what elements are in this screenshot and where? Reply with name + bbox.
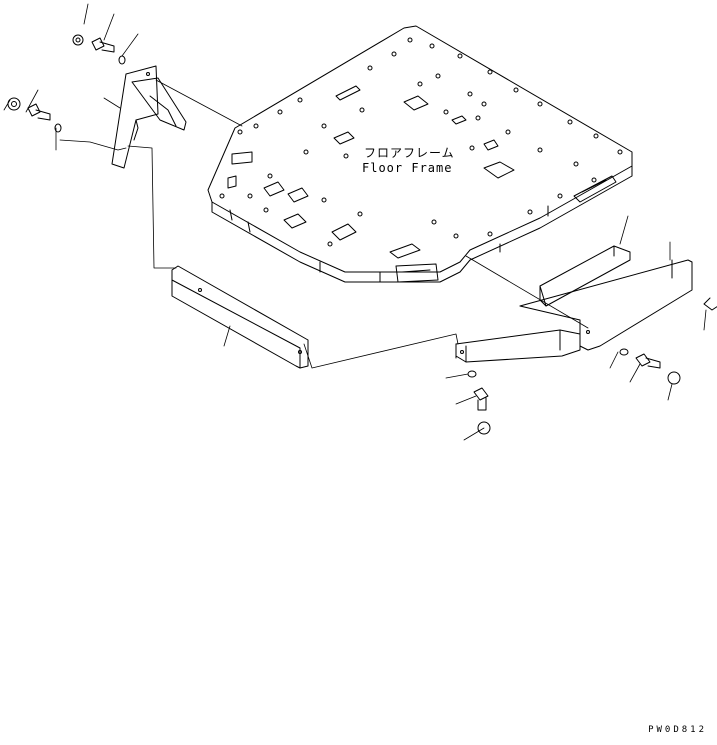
floor-frame-label-jp: フロアフレーム [364, 146, 455, 160]
cutout-rect-6 [228, 176, 236, 188]
cutout-rect-3 [334, 132, 354, 144]
floor-frame-holes [220, 38, 622, 246]
bottom-bracket [456, 330, 580, 362]
cutout-rect-4 [484, 140, 498, 150]
floor-frame-handle-front [396, 264, 438, 282]
clip-part [704, 298, 717, 310]
floor-frame-handle-right [574, 176, 616, 202]
cutout-rect-1 [404, 96, 428, 110]
lower-left-plate [172, 266, 308, 368]
cutout-slot-1 [336, 86, 360, 100]
floor-frame-outline [208, 26, 632, 272]
drawing-code: PW0D812 [648, 725, 707, 735]
left-front-cover [112, 66, 186, 168]
cutout-rect-7 [264, 182, 284, 196]
cutout-hex [484, 162, 514, 178]
floor-frame [208, 26, 632, 282]
cutout-rect-9 [284, 214, 306, 228]
floor-frame-label-en: Floor Frame [362, 161, 453, 175]
fasteners-bottom [468, 349, 680, 434]
cutout-rect-10 [332, 224, 356, 240]
leader-lines [4, 4, 706, 440]
fasteners-top-left [8, 35, 125, 132]
cutout-rect-5 [232, 152, 252, 164]
cutout-rect-2 [452, 116, 466, 124]
cutout-rect-8 [288, 188, 308, 202]
